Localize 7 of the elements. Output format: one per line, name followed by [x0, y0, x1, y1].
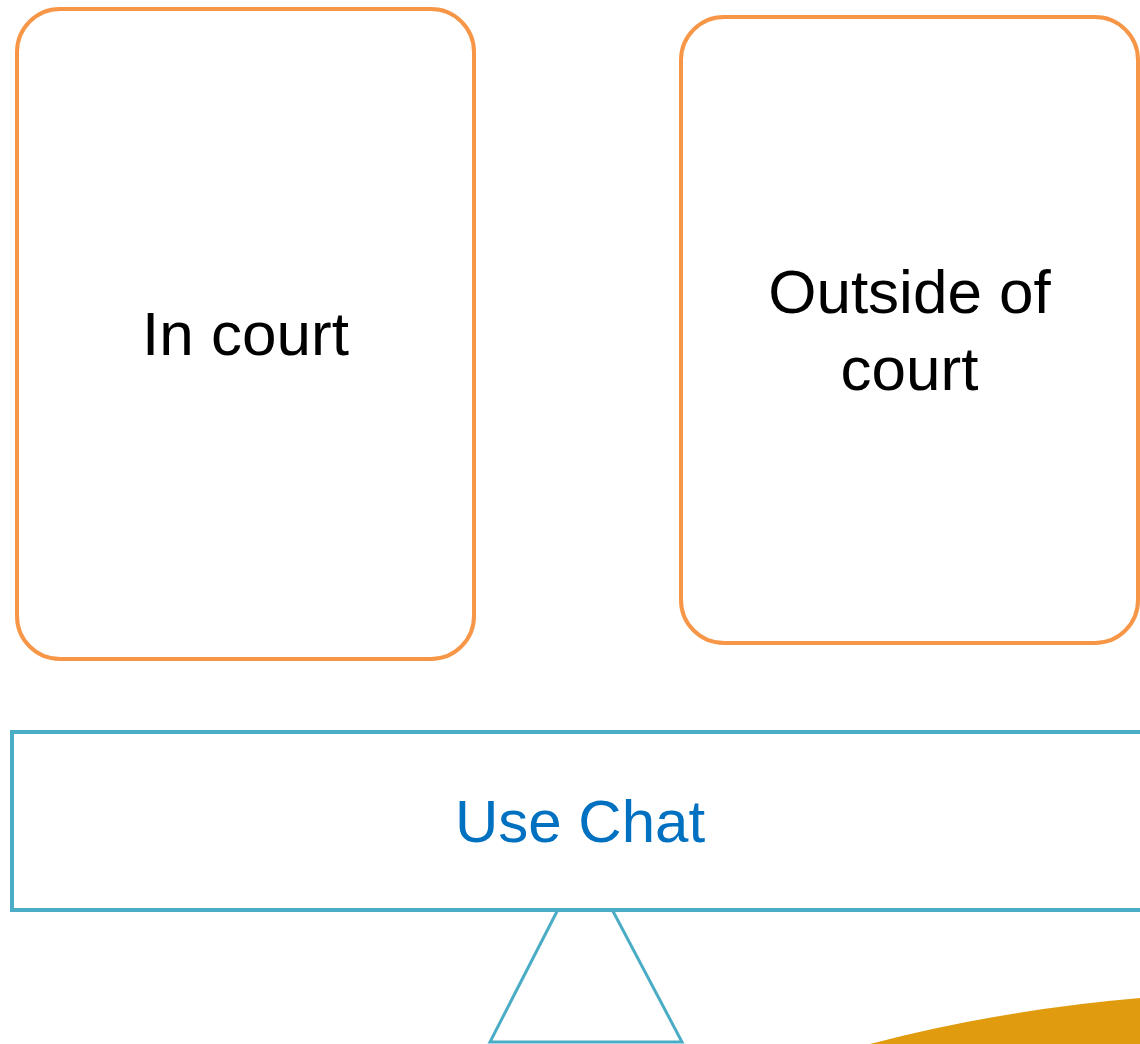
node-label: In court	[142, 298, 349, 371]
option-card	[15, 7, 476, 661]
node-label: Use Chat	[454, 786, 706, 857]
wedge-shape	[870, 998, 1140, 1044]
node-label: Outside of court	[767, 255, 1052, 405]
option-card	[679, 15, 1140, 645]
fulcrum-triangle	[487, 909, 685, 1044]
